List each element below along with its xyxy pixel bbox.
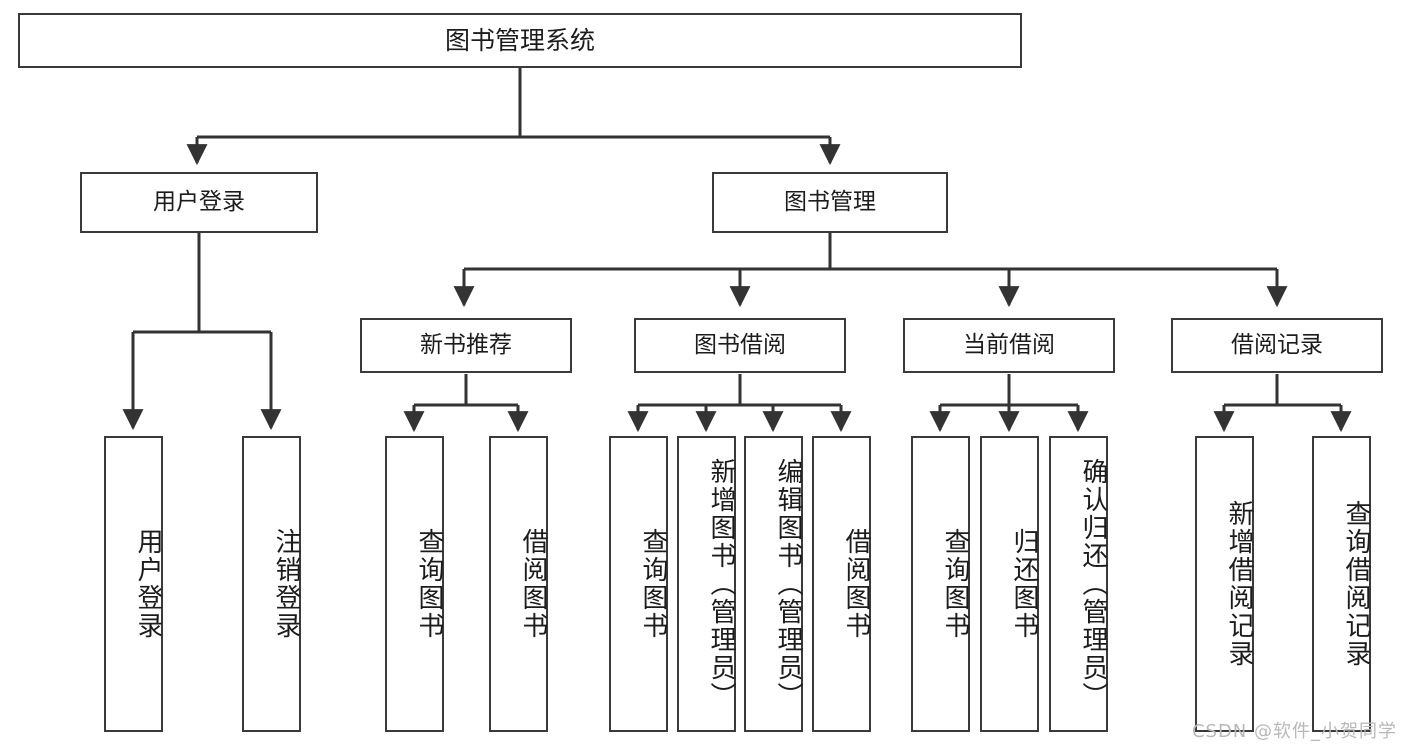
leaf-label: 确认归还（管理员） <box>1078 458 1108 710</box>
node-new-book-recommend[interactable]: 新书推荐 <box>360 318 572 373</box>
leaf-label: 归还图书 <box>1009 528 1039 640</box>
leaf-label: 查询图书 <box>638 528 668 640</box>
node-root-system[interactable]: 图书管理系统 <box>18 13 1022 68</box>
leaf-new-book-query[interactable]: 查询图书 <box>385 436 444 732</box>
leaf-label: 查询图书 <box>940 528 970 640</box>
node-user-login[interactable]: 用户登录 <box>80 172 318 233</box>
leaf-label: 注销登录 <box>271 528 301 640</box>
node-borrow-record[interactable]: 借阅记录 <box>1171 318 1383 373</box>
leaf-current-borrow-query[interactable]: 查询图书 <box>911 436 970 732</box>
node-borrow-record-label: 借阅记录 <box>1231 332 1323 359</box>
leaf-label: 用户登录 <box>133 528 163 640</box>
leaf-label: 新增图书（管理员） <box>706 458 736 710</box>
leaf-borrow-record-query[interactable]: 查询借阅记录 <box>1312 436 1371 732</box>
leaf-label: 查询借阅记录 <box>1341 500 1371 668</box>
leaf-user-login-signout[interactable]: 注销登录 <box>242 436 301 732</box>
csdn-watermark: CSDN @软件_小贺同学 <box>1191 721 1397 742</box>
leaf-label: 新增借阅记录 <box>1224 500 1254 668</box>
node-current-borrow[interactable]: 当前借阅 <box>903 318 1115 373</box>
leaf-label: 编辑图书（管理员） <box>773 458 803 710</box>
node-book-borrow[interactable]: 图书借阅 <box>634 318 846 373</box>
node-new-book-recommend-label: 新书推荐 <box>420 332 512 359</box>
leaf-current-borrow-confirm-return[interactable]: 确认归还（管理员） <box>1049 436 1108 732</box>
node-book-management[interactable]: 图书管理 <box>712 172 948 233</box>
leaf-book-borrow-borrow[interactable]: 借阅图书 <box>812 436 871 732</box>
node-book-borrow-label: 图书借阅 <box>694 332 786 359</box>
leaf-label: 借阅图书 <box>518 528 548 640</box>
leaf-label: 查询图书 <box>414 528 444 640</box>
leaf-current-borrow-return[interactable]: 归还图书 <box>980 436 1039 732</box>
leaf-borrow-record-add[interactable]: 新增借阅记录 <box>1195 436 1254 732</box>
node-root-label: 图书管理系统 <box>444 25 595 55</box>
node-user-login-label: 用户登录 <box>153 189 245 216</box>
leaf-book-borrow-edit[interactable]: 编辑图书（管理员） <box>744 436 803 732</box>
leaf-label: 借阅图书 <box>841 528 871 640</box>
leaf-new-book-borrow[interactable]: 借阅图书 <box>489 436 548 732</box>
node-current-borrow-label: 当前借阅 <box>963 332 1055 359</box>
node-book-management-label: 图书管理 <box>784 189 876 216</box>
leaf-book-borrow-add[interactable]: 新增图书（管理员） <box>677 436 736 732</box>
leaf-user-login-signin[interactable]: 用户登录 <box>104 436 163 732</box>
leaf-book-borrow-query[interactable]: 查询图书 <box>609 436 668 732</box>
